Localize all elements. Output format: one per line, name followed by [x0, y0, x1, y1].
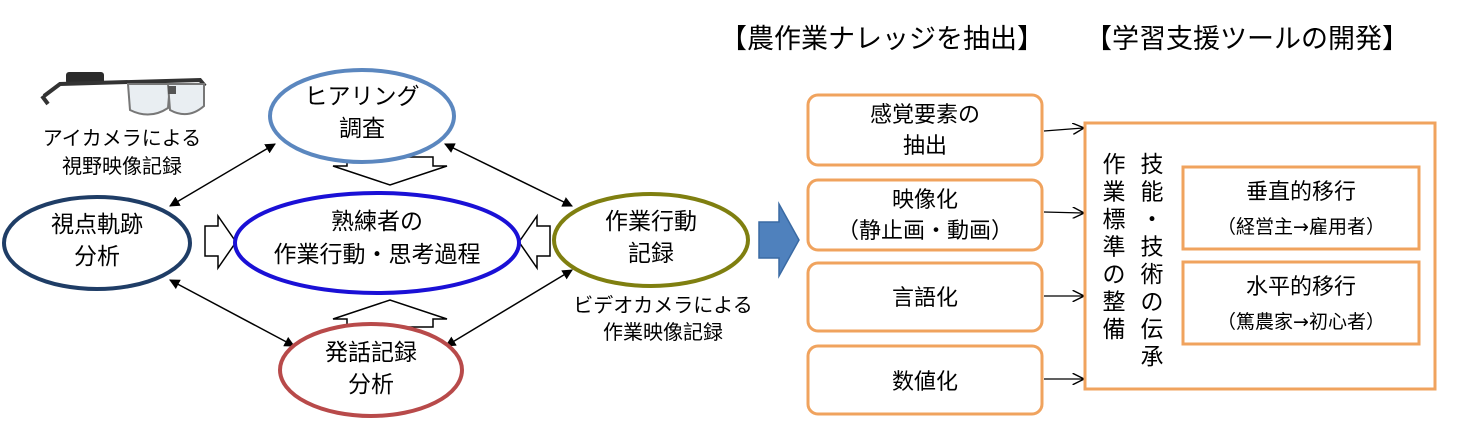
eye-tracking-glasses-icon — [40, 72, 207, 116]
hearing-survey-node — [268, 68, 456, 164]
gaze-analysis-node — [2, 195, 192, 291]
header-extract: 【農作業ナレッジを抽出】 — [720, 24, 1044, 55]
svg-text:垂直的移行: 垂直的移行 — [1246, 180, 1356, 205]
svg-text:（経営主→雇用者）: （経営主→雇用者） — [1217, 216, 1385, 238]
hearing-label-2: 調査 — [339, 116, 385, 142]
eye-camera-label-2: 視野映像記録 — [62, 154, 182, 178]
utterance-analysis-node — [278, 322, 464, 418]
hearing-label-1: ヒアリング — [305, 84, 420, 110]
vertical-transfer-box: 垂直的移行 （経営主→雇用者） — [1181, 165, 1421, 251]
svg-text:抽出: 抽出 — [903, 134, 947, 159]
svg-text:映像化: 映像化 — [892, 188, 958, 213]
svg-text:（篤農家→初心者）: （篤農家→初心者） — [1217, 311, 1385, 333]
header-develop: 【学習支援ツールの開発】 — [1085, 24, 1409, 55]
gaze-label-1: 視点軌跡 — [51, 212, 143, 238]
skill-transfer-vertical-text: 技能・技術の伝承 — [1141, 152, 1164, 371]
gaze-label-2: 分析 — [74, 244, 120, 270]
work-standard-vertical-text: 作業標準の整備 — [1103, 152, 1126, 343]
video-camera-label-2: 作業映像記録 — [603, 320, 723, 344]
video-camera-label-1: ビデオカメラによる — [573, 293, 752, 317]
method-box-quantify: 数値化 — [806, 344, 1044, 416]
utterance-label-2: 分析 — [348, 372, 394, 398]
inward-arrows — [204, 156, 551, 328]
method-box-sensory: 感覚要素の 抽出 — [806, 93, 1044, 167]
block-arrow-icon — [758, 201, 800, 279]
result-box — [1083, 121, 1437, 391]
work-record-label-1: 作業行動 — [605, 209, 697, 235]
work-record-label-2: 記録 — [628, 241, 674, 267]
horizontal-transfer-box: 水平的移行 （篤農家→初心者） — [1181, 260, 1421, 346]
center-label-1: 熟練者の — [331, 209, 423, 235]
utterance-label-1: 発話記録 — [325, 340, 417, 366]
method-arrows — [1043, 128, 1083, 379]
eye-camera-label-1: アイカメラによる — [43, 126, 201, 150]
svg-text:水平的移行: 水平的移行 — [1246, 275, 1356, 300]
svg-text:（静止画・動画）: （静止画・動画） — [837, 219, 1013, 244]
method-box-verbalize: 言語化 — [806, 261, 1044, 333]
svg-text:感覚要素の: 感覚要素の — [870, 103, 980, 128]
method-box-visualize: 映像化 （静止画・動画） — [806, 178, 1044, 252]
work-record-node — [552, 192, 750, 288]
center-label-2: 作業行動・思考過程 — [274, 242, 481, 268]
expert-behavior-node — [233, 191, 521, 295]
svg-text:数値化: 数値化 — [892, 370, 958, 395]
double-arrow-icon — [169, 143, 573, 347]
svg-text:言語化: 言語化 — [892, 286, 958, 311]
